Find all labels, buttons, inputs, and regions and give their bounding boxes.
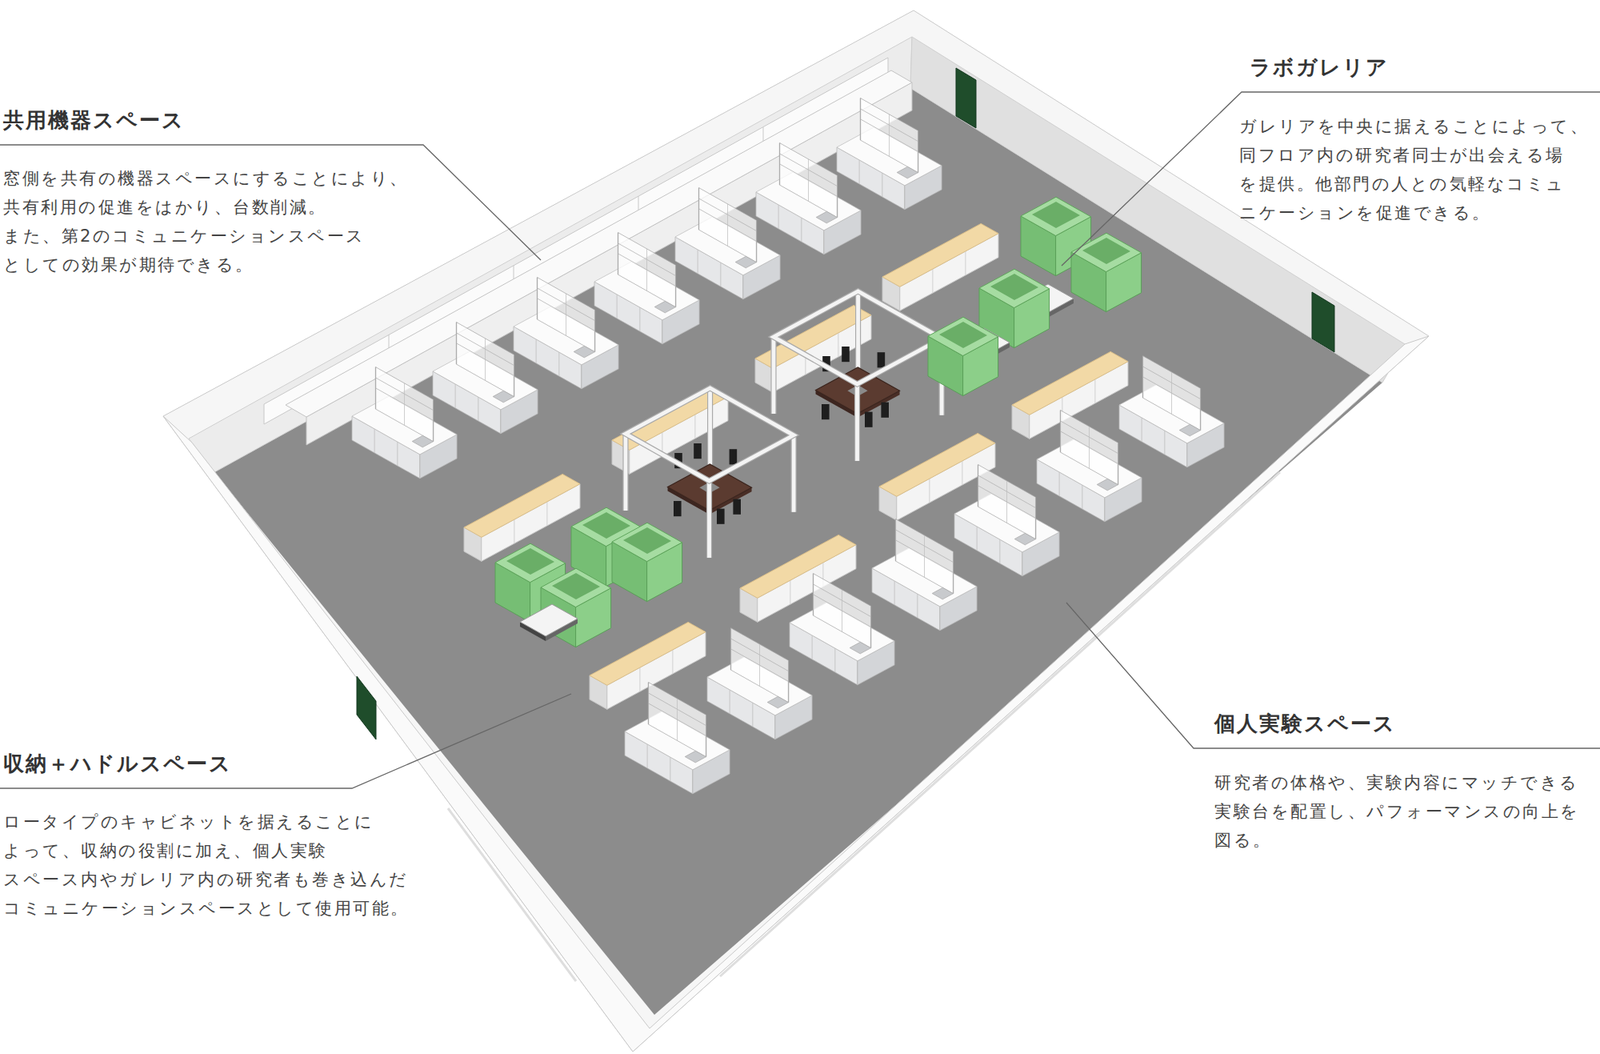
text-line: 共用機器スペース (3, 108, 185, 132)
door (356, 676, 376, 740)
text-line: 同フロア内の研究者同士が出会える場 (1239, 145, 1565, 165)
illustration-part (1071, 232, 1142, 312)
illustration-part (520, 604, 578, 641)
text-line: ガレリアを中央に据えることによって、 (1239, 116, 1589, 136)
text-line: としての効果が期待できる。 (3, 255, 255, 275)
text-line: ロータイプのキャビネットを据えることに (3, 812, 375, 832)
illustration-part (675, 188, 780, 300)
text-line: よって、収納の役割に加え、個人実験 (3, 840, 328, 860)
callout-heading: 個人実験スペース (1214, 708, 1401, 738)
illustration-part (1119, 356, 1224, 468)
illustration-part (624, 682, 730, 794)
illustration-part (756, 143, 861, 255)
leader-line (1061, 92, 1600, 266)
illustration-part (352, 367, 457, 479)
illustration-part (594, 232, 700, 344)
room-outer (163, 10, 1429, 1052)
illustration-part (928, 316, 999, 396)
leader-line (0, 144, 541, 260)
callout-heading: 収納＋ハドルスペース (3, 748, 237, 778)
illustration-part (954, 464, 1060, 576)
text-line: 共有利用の促進をはかり、台数削減。 (3, 197, 328, 217)
illustration-part (612, 522, 683, 601)
front-wall (163, 336, 1429, 1052)
illustration-part (432, 322, 538, 434)
illustration-part (720, 472, 1280, 976)
callout-text: 研究者の体格や、実験内容にマッチできる 実験台を配置し、パフォーマンスの向上を … (1214, 768, 1585, 855)
illustration-part (1036, 410, 1142, 522)
illustration-part (836, 98, 942, 210)
text-line: 収納＋ハドルスペース (3, 751, 232, 776)
leader-line (0, 693, 572, 788)
text-line: また、第2のコミュニケーションスペース (3, 226, 366, 246)
text-line: スペース内やガレリア内の研究者も巻き込んだ (3, 869, 409, 889)
text-line: 個人実験スペース (1214, 711, 1396, 736)
text-line: 実験台を配置し、パフォーマンスの向上を (1214, 801, 1580, 821)
illustration-part (589, 621, 706, 709)
illustration-part (872, 519, 977, 631)
callout-text: 窓側を共有の機器スペースにすることにより、 共有利用の促進をはかり、台数削減。 … (3, 164, 414, 280)
door (956, 68, 976, 128)
text-line: を提供。他部門の人との気軽なコミュ (1239, 174, 1566, 194)
text-line: 図る。 (1214, 830, 1272, 850)
back-wall-left (188, 36, 912, 472)
text-line: コミュニケーションスペースとして使用可能。 (3, 898, 410, 918)
door (1312, 292, 1335, 352)
text-line: ラボガレリア (1249, 55, 1389, 80)
text-line: ニケーションを促進できる。 (1239, 203, 1492, 223)
leader-line (1066, 602, 1600, 748)
callout-heading: ラボガレリア (1249, 52, 1394, 82)
text-line: 窓側を共有の機器スペースにすることにより、 (3, 168, 409, 188)
illustration-part (707, 628, 812, 740)
illustration-part (789, 573, 895, 685)
text-line: 研究者の体格や、実験内容にマッチできる (1214, 772, 1580, 792)
callout-text: ガレリアを中央に据えることによって、 同フロア内の研究者同士が出会える場 を提供… (1239, 112, 1594, 228)
callout-text: ロータイプのキャビネットを据えることに よって、収納の役割に加え、個人実験 スペ… (3, 807, 415, 923)
callout-heading: 共用機器スペース (3, 105, 190, 135)
illustration-part (448, 808, 576, 981)
illustration-part (513, 277, 619, 389)
